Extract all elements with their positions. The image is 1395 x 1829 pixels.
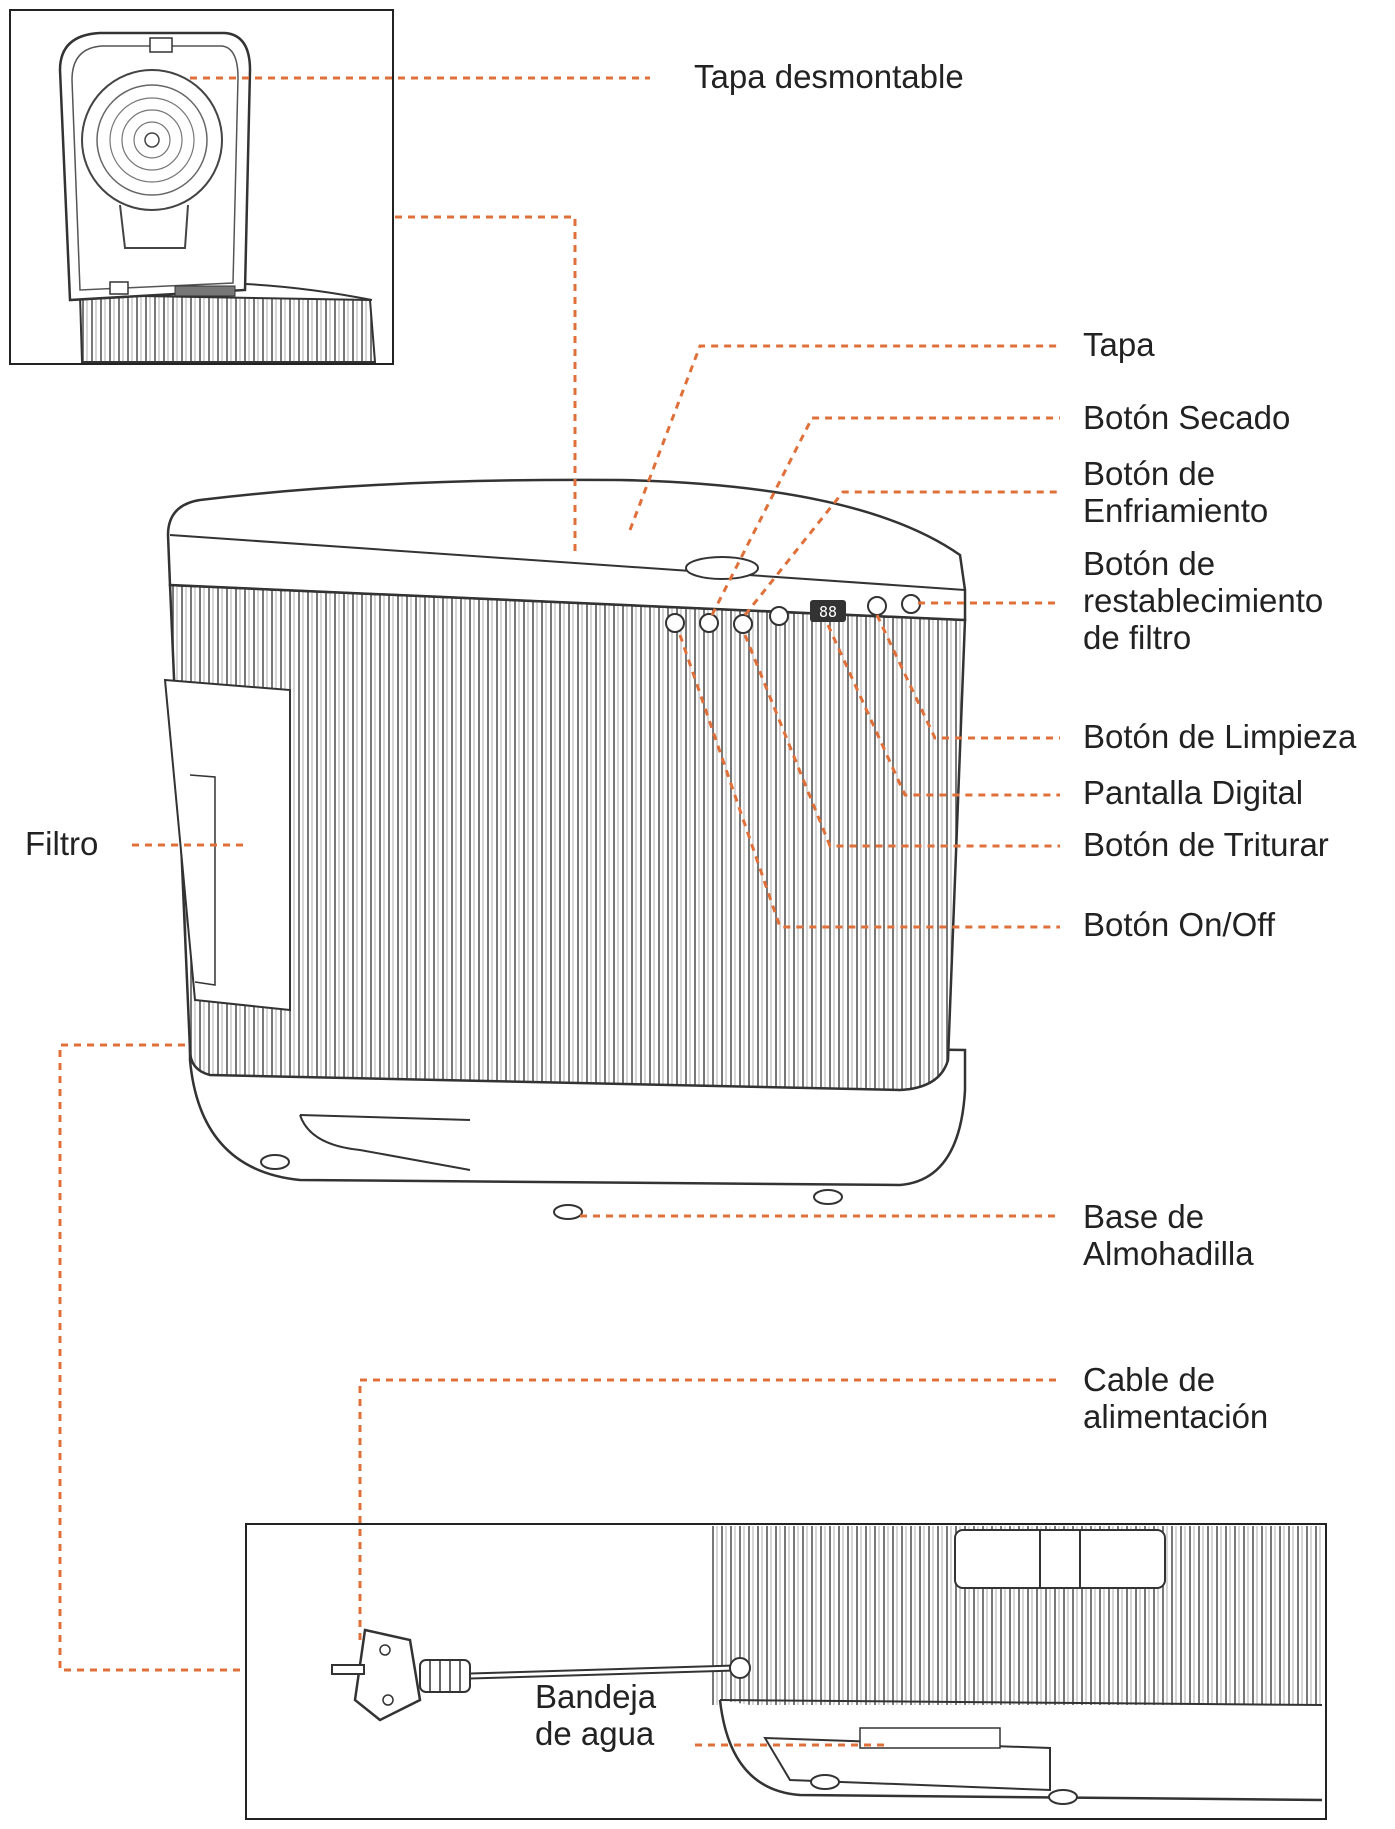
label-boton-enfriamiento-line1: Botón de	[1083, 455, 1216, 492]
label-cable-alimentacion: Cable de alimentación	[1083, 1361, 1268, 1435]
label-boton-enfriamiento-line2: Enfriamiento	[1083, 492, 1269, 529]
digital-display-readout: 88	[819, 603, 837, 621]
label-filtro: Filtro	[25, 825, 99, 862]
control-panel: 88	[665, 594, 921, 634]
power-button-icon[interactable]	[665, 613, 685, 633]
leader-limpieza	[875, 614, 1060, 740]
label-pantalla-digital: Pantalla Digital	[1083, 774, 1304, 811]
digital-display	[810, 600, 846, 622]
label-boton-onoff: Botón On/Off	[1083, 906, 1276, 943]
leader-lines	[58, 76, 1060, 1747]
label-tapa: Tapa	[1083, 326, 1155, 363]
label-base-line2: Almohadilla	[1083, 1235, 1254, 1272]
label-bandeja-line2: de agua	[535, 1715, 655, 1752]
label-boton-limpieza: Botón de Limpieza	[1083, 718, 1357, 755]
label-boton-filtro-line1: Botón de	[1083, 545, 1216, 582]
label-base-almohadilla: Base de Almohadilla	[1083, 1198, 1254, 1272]
leader-inset-to-lid	[395, 215, 577, 555]
inset-open-lid	[9, 9, 394, 365]
label-boton-filtro-line2: restablecimiento	[1083, 582, 1324, 619]
grind-button-icon[interactable]	[769, 606, 789, 626]
leader-enfriamiento	[743, 490, 1060, 616]
main-unit: 88	[163, 478, 967, 1220]
leader-triturar	[743, 634, 1060, 848]
label-tapa-desmontable: Tapa desmontable	[694, 58, 964, 95]
label-boton-filtro-reset: Botón de restablecimiento de filtro	[1083, 545, 1323, 656]
leader-tapa	[628, 344, 1060, 531]
clean-button-icon[interactable]	[867, 596, 887, 616]
strain-relief	[419, 1659, 471, 1693]
label-bandeja-line1: Bandeja	[535, 1678, 657, 1715]
inset-base-cable	[245, 1523, 1327, 1820]
label-base-line1: Base de	[1083, 1198, 1205, 1235]
label-boton-filtro-line3: de filtro	[1083, 619, 1192, 656]
cool-button-icon[interactable]	[733, 614, 753, 634]
label-bandeja-agua: Bandeja de agua	[535, 1678, 656, 1752]
label-boton-triturar: Botón de Triturar	[1083, 826, 1329, 863]
dry-button-icon[interactable]	[699, 613, 719, 633]
label-boton-enfriamiento: Botón de Enfriamiento	[1083, 455, 1268, 529]
label-cable-line1: Cable de	[1083, 1361, 1216, 1398]
leader-cable	[358, 1378, 1060, 1640]
leader-pantalla	[826, 624, 1060, 797]
leader-onoff	[678, 634, 1060, 929]
label-cable-line2: alimentación	[1083, 1398, 1269, 1435]
label-boton-secado: Botón Secado	[1083, 399, 1291, 436]
filter-reset-button-icon[interactable]	[901, 594, 921, 614]
power-plug-icon	[331, 1628, 422, 1722]
